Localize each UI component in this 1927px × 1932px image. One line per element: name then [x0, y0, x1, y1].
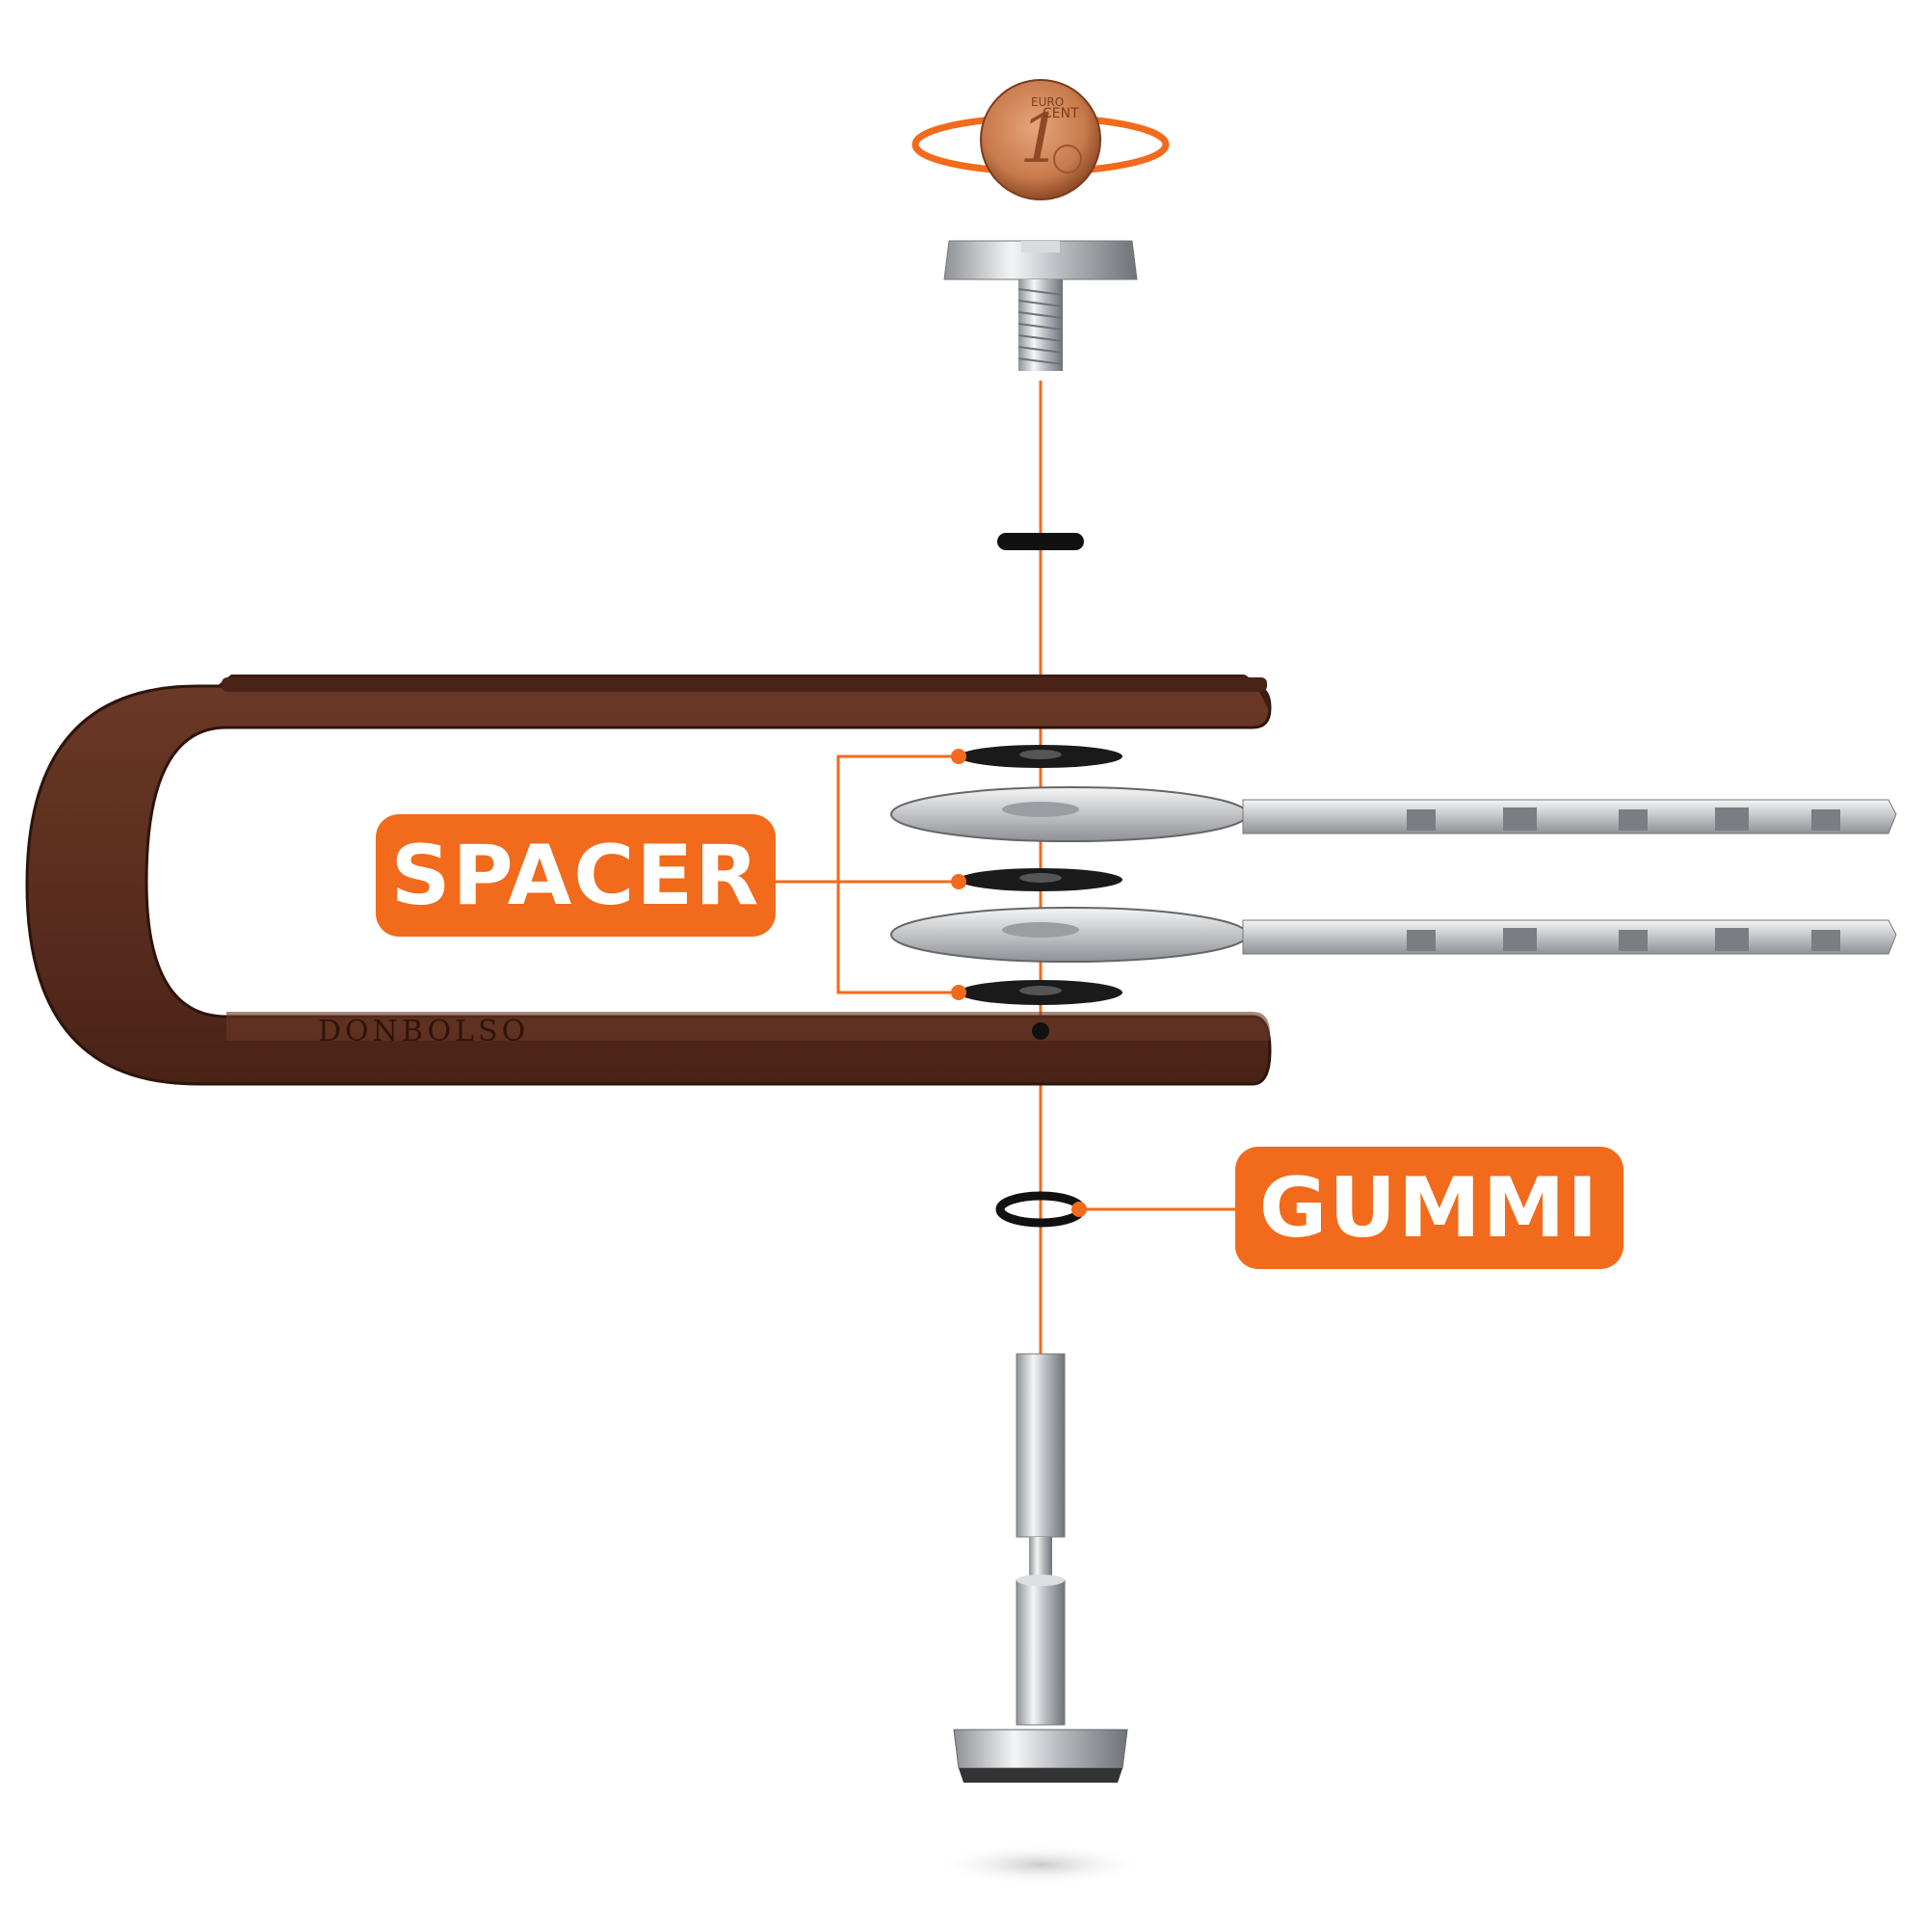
- bottom-post: [1016, 1353, 1066, 1575]
- screw-head: [943, 240, 1138, 371]
- coin-text-top: EURO: [1031, 95, 1064, 109]
- spacer-washer-3: [959, 980, 1122, 1005]
- key-2: [890, 907, 1897, 963]
- leather-key-holder: DONBOLSO: [25, 675, 1272, 1086]
- gummi-callout-line: [1071, 1202, 1235, 1217]
- spacer-callout-lines: [776, 754, 959, 994]
- o-ring-top: [997, 533, 1084, 550]
- spacer-callout-dots: [951, 749, 966, 1000]
- spacer-washer-2: [959, 868, 1122, 891]
- gummi-label: GUMMI: [1235, 1147, 1623, 1269]
- brand-emboss: DONBOLSO: [318, 1015, 529, 1048]
- key-1: [890, 786, 1897, 842]
- coin-icon: 1 EURO CENT: [980, 79, 1101, 200]
- spacer-label: SPACER: [376, 814, 776, 937]
- spacer-washer-1: [959, 745, 1122, 768]
- bottom-barrel: [935, 1575, 1147, 1886]
- coin-text-side: CENT: [1043, 106, 1079, 121]
